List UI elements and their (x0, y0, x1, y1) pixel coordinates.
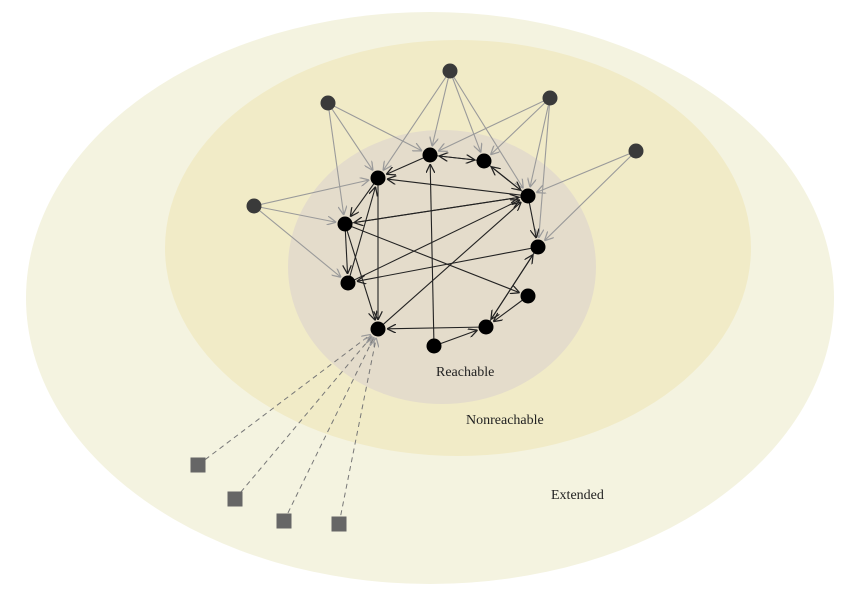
extended-edge (283, 337, 374, 522)
outer-node (442, 63, 458, 79)
core-edge (347, 187, 376, 284)
core-node (370, 170, 386, 186)
reachable-label: Reachable (436, 365, 494, 380)
core-edge (433, 330, 478, 347)
extended-edges (197, 334, 376, 525)
extended-label: Extended (551, 488, 604, 503)
outer-edge (383, 70, 451, 171)
outer-edge (539, 97, 551, 238)
core-edge (483, 160, 521, 190)
core-node (426, 338, 442, 354)
outer-edge (438, 97, 551, 151)
core-edge (354, 195, 529, 223)
core-edges (344, 154, 539, 347)
outer-edge (449, 70, 481, 153)
core-node (340, 275, 356, 291)
core-node (520, 188, 536, 204)
nodes (190, 63, 644, 532)
outer-edge (491, 97, 551, 155)
core-node (422, 147, 438, 163)
core-node (520, 288, 536, 304)
core-node (370, 321, 386, 337)
core-node (476, 153, 492, 169)
core-edge (350, 177, 379, 217)
extended-node (276, 513, 292, 529)
outer-node (542, 90, 558, 106)
outer-edge (253, 205, 336, 222)
core-edge (347, 200, 520, 284)
outer-edge (327, 102, 344, 215)
outer-edge (449, 70, 523, 188)
extended-node (331, 516, 347, 532)
core-edge (345, 223, 348, 274)
extended-edge (197, 334, 371, 466)
outer-edge (253, 180, 369, 207)
reachable-zone (288, 130, 596, 404)
core-edge (377, 202, 521, 330)
outer-node (246, 198, 262, 214)
outer-edges (253, 70, 637, 277)
core-node (530, 239, 546, 255)
outer-edge (327, 102, 422, 151)
core-node (478, 319, 494, 335)
outer-node (320, 95, 336, 111)
outer-edge (327, 102, 373, 171)
core-edge (430, 164, 434, 347)
core-edge (429, 154, 475, 160)
outer-edge (536, 150, 637, 193)
outer-edge (432, 70, 451, 146)
nonreachable-label: Nonreachable (466, 413, 544, 428)
extended-node (227, 491, 243, 507)
core-edge (344, 223, 375, 320)
core-edge (491, 246, 539, 319)
core-edge (387, 179, 529, 197)
outer-edge (253, 205, 341, 277)
outer-edge (530, 97, 551, 187)
core-node (337, 216, 353, 232)
core-edge (387, 327, 487, 329)
outer-node (628, 143, 644, 159)
outer-edge (544, 150, 637, 241)
core-edge (386, 154, 431, 174)
extended-node (190, 457, 206, 473)
extended-edge (338, 338, 376, 525)
